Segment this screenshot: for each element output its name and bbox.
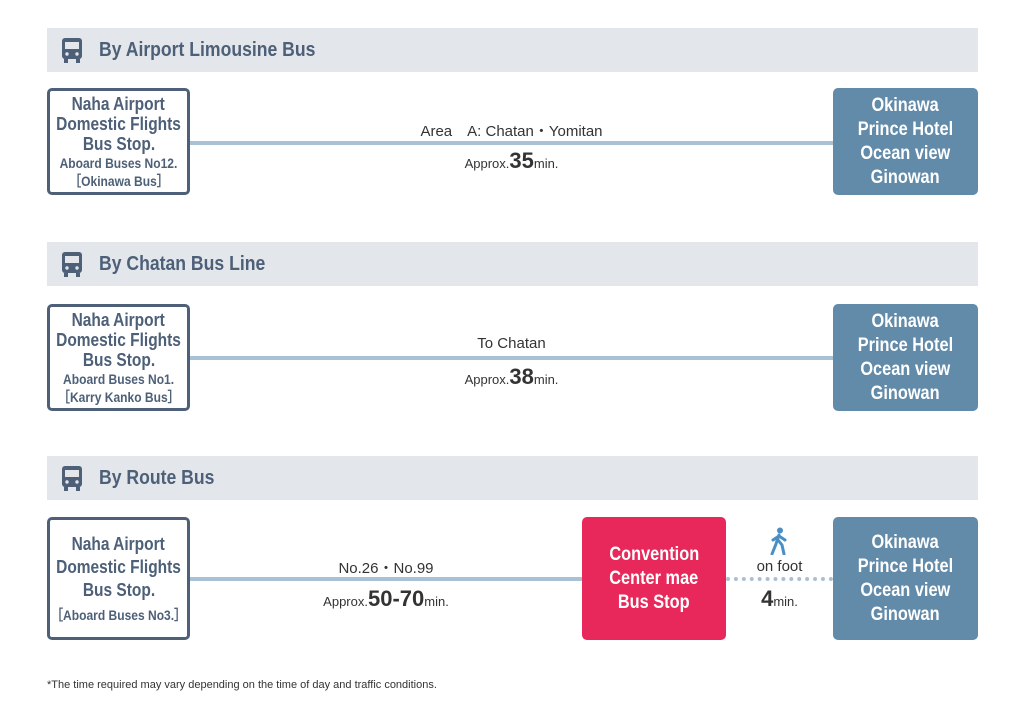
transfer-stop-box: Convention Center mae Bus Stop [582,517,726,640]
origin-name-line: Bus Stop. [82,133,155,154]
destination-line: Ocean view [860,579,951,601]
section-title: By Route Bus [99,467,215,489]
route-line [190,356,833,360]
section-header-route-bus: By Route Bus [47,456,978,500]
travel-time: Approx.38min. [190,364,833,390]
destination-line: Prince Hotel [857,118,954,140]
transfer-line: Convention [609,543,699,565]
destination-line: Ginowan [870,603,940,625]
section-header-limousine: By Airport Limousine Bus [47,28,978,72]
time-value: 35 [509,148,534,173]
origin-name-line: Domestic Flights [56,329,181,350]
origin-name-line: Naha Airport [71,309,166,330]
route-label: To Chatan [477,335,546,352]
time-value: 50-70 [367,586,425,611]
destination-box: Okinawa Prince Hotel Ocean view Ginowan [833,304,978,411]
walk-label: on foot [756,558,803,575]
destination-box: Okinawa Prince Hotel Ocean view Ginowan [833,517,978,640]
walk-time-suffix: min. [773,594,798,609]
origin-bus-company: ［Karry Kanko Bus］ [57,388,180,405]
time-suffix: min. [424,594,449,609]
travel-time: Approx.35min. [190,148,833,174]
destination-line: Okinawa [871,94,940,116]
walking-route-line [726,577,833,581]
bus-icon [62,466,82,491]
route-label: Area A: Chatan・Yomitan [420,123,603,140]
destination-line: Prince Hotel [857,555,954,577]
origin-name-line: Naha Airport [71,534,166,554]
origin-name-line: Bus Stop. [82,580,155,600]
route-line [190,577,582,581]
walking-person-icon [770,527,787,555]
origin-bus-info: Aboard Buses No1. [62,370,175,387]
destination-line: Prince Hotel [857,334,954,356]
time-prefix: Approx. [464,372,510,387]
section-title: By Chatan Bus Line [99,253,266,275]
origin-name-line: Bus Stop. [82,349,155,370]
bus-icon [62,38,82,63]
destination-line: Ocean view [860,358,951,380]
destination-box: Okinawa Prince Hotel Ocean view Ginowan [833,88,978,195]
section-title: By Airport Limousine Bus [99,39,316,61]
travel-time: Approx.50-70min. [190,586,582,612]
origin-bus-company: ［Okinawa Bus］ [68,172,169,189]
origin-bus-info: ［Aboard Buses No3.］ [50,607,187,623]
walk-time: 4min. [726,586,833,612]
bus-icon [62,252,82,277]
destination-line: Okinawa [871,531,940,553]
transfer-line: Bus Stop [618,591,690,613]
walk-time-value: 4 [761,586,774,611]
destination-line: Okinawa [871,310,940,332]
route-label: No.26・No.99 [338,560,434,577]
time-prefix: Approx. [464,156,510,171]
time-value: 38 [509,364,534,389]
transfer-line: Center mae [609,567,699,589]
time-prefix: Approx. [323,594,368,609]
origin-box: Naha Airport Domestic Flights Bus Stop. … [47,88,190,195]
origin-box: Naha Airport Domestic Flights Bus Stop. … [47,517,190,640]
destination-line: Ginowan [870,382,940,404]
origin-name-line: Domestic Flights [56,557,181,577]
origin-bus-info: Aboard Buses No12. [59,154,178,171]
time-suffix: min. [533,372,559,387]
origin-name-line: Domestic Flights [56,113,181,134]
route-line [190,141,833,145]
destination-line: Ginowan [870,166,940,188]
section-header-chatan: By Chatan Bus Line [47,242,978,286]
origin-name-line: Naha Airport [71,93,166,114]
destination-line: Ocean view [860,142,951,164]
time-suffix: min. [533,156,559,171]
origin-box: Naha Airport Domestic Flights Bus Stop. … [47,304,190,411]
footnote: *The time required may vary depending on… [47,679,437,691]
